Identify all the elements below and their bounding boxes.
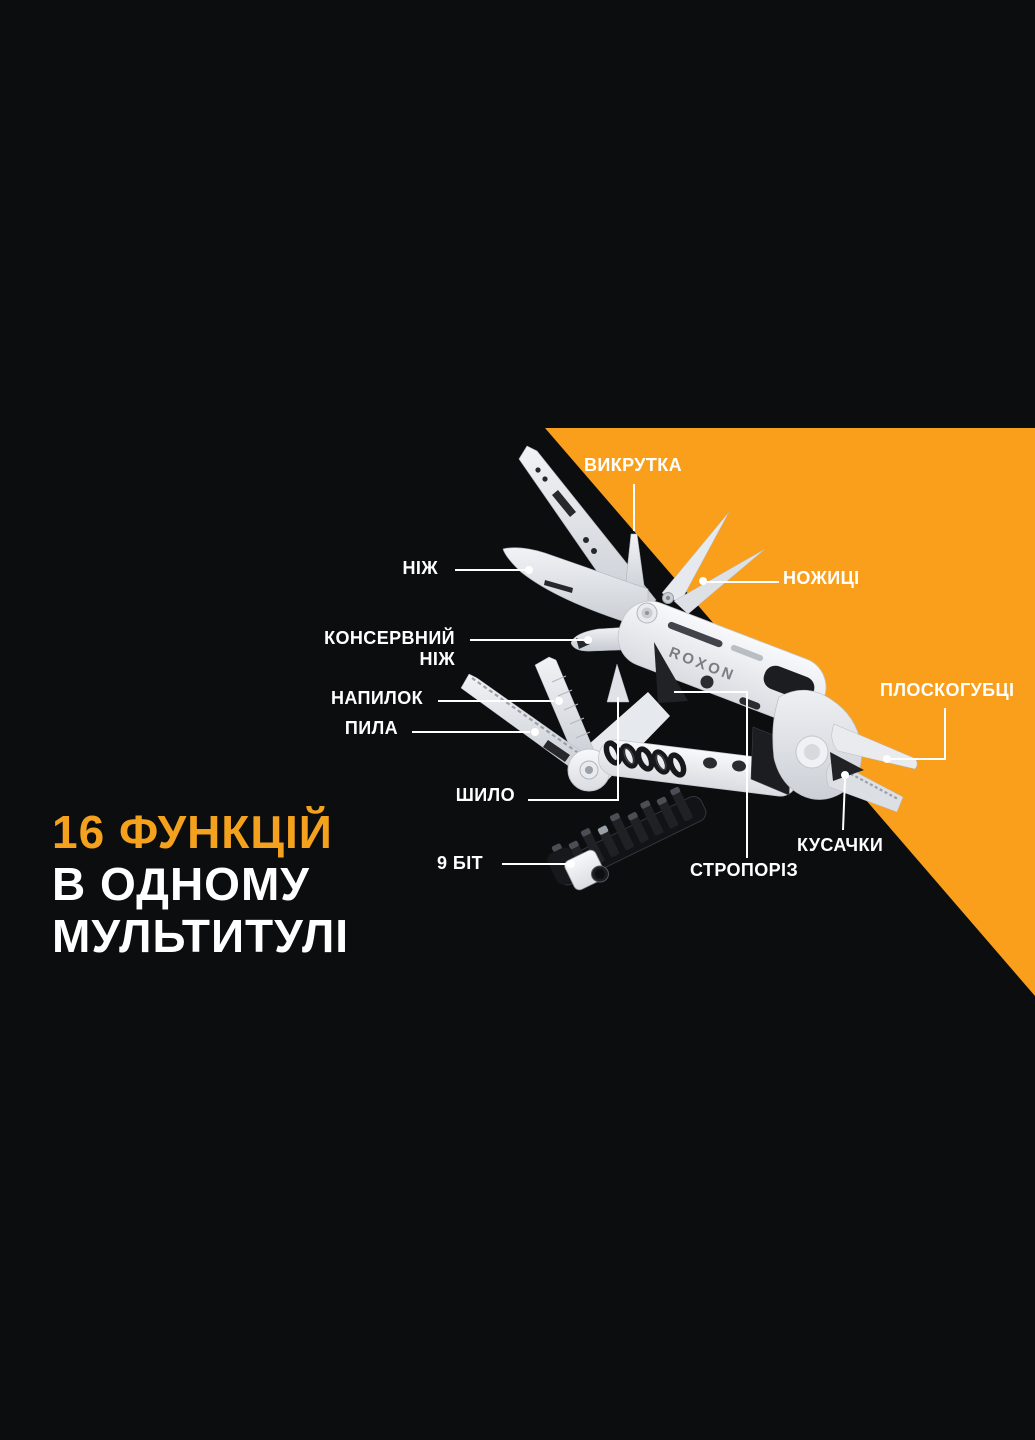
callout-line-awl [528,697,619,801]
callout-label-file: НАПИЛОК [330,688,423,708]
multitool-photo: ROXON [460,445,918,891]
headline-line-2: В ОДНОМУ [52,858,310,910]
main-handle: ROXON [617,600,827,724]
callout-dot-knife [525,566,533,574]
callout-label-saw: ПИЛА [344,718,398,738]
callout-label-scissors: НОЖИЦІ [783,568,860,588]
headline-line-3: МУЛЬТИТУЛІ [52,910,350,962]
callout-label-strap-cutter: СТРОПОРІЗ [690,860,799,880]
callout-label-knife: НІЖ [402,558,438,578]
flat-file-blade [518,445,657,623]
callout-dot-file [555,697,563,705]
callout-dot-saw [531,728,539,736]
callout-label-pliers: ПЛОСКОГУБЦІ [880,680,1015,700]
callout-label-can-opener: КОНСЕРВНИЙ НІЖ [280,628,455,670]
callout-dot-can-opener [584,636,592,644]
callout-dot-bits [567,860,575,868]
headline: 16 ФУНКЦІЙ В ОДНОМУ МУЛЬТИТУЛІ [52,806,349,962]
corkscrew-tool [603,740,687,778]
callout-label-awl: ШИЛО [455,785,515,805]
strap-cutter-notch [654,642,688,703]
callout-dot-wire-cutters [841,771,849,779]
knife-blade [502,547,649,630]
awl-tool [606,663,630,703]
callout-label-bits: 9 БІТ [437,853,483,873]
callout-line-pliers [891,708,946,760]
headline-line-1: 16 ФУНКЦІЙ [52,806,333,858]
bit-socket-adapter [547,847,609,891]
callout-dot-scissors [699,577,707,585]
pliers-head [763,665,918,813]
callout-label-can-opener-line2: НІЖ [419,649,455,669]
callout-label-wire-cutters: КУСАЧКИ [797,835,884,855]
callout-line-strap-cutter [674,691,748,858]
callout-label-screwdriver: ВИКРУТКА [584,455,683,475]
callout-dot-pliers [883,755,891,763]
callout-line-wire-cutters [842,778,846,831]
bit-set [547,786,707,891]
pliers-upper-jaw [831,723,918,770]
callout-label-can-opener-line1: КОНСЕРВНИЙ [324,628,455,648]
